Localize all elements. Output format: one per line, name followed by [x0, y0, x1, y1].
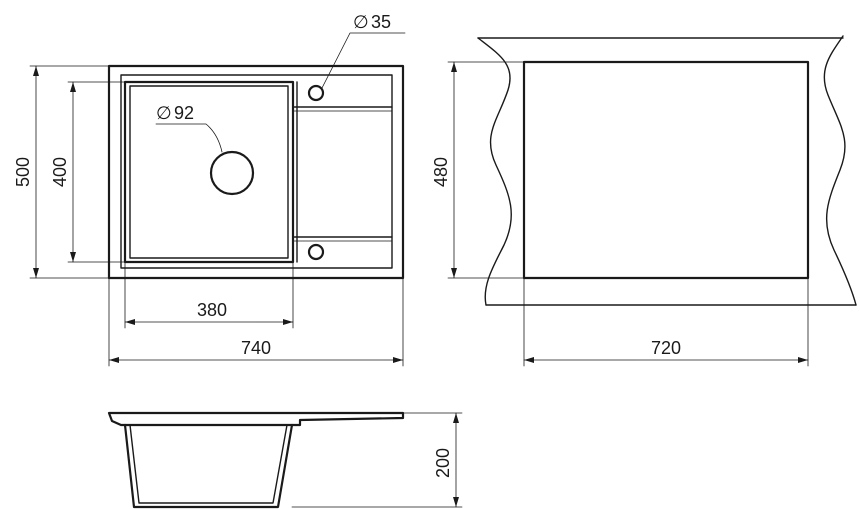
countertop-break-right — [823, 35, 857, 306]
side-rim — [107, 411, 405, 427]
sink-width-label: 740 — [241, 338, 271, 358]
tap-hole-top — [307, 84, 325, 102]
sink-outer-outline — [107, 64, 405, 280]
tap-hole-diameter-label: 35 — [371, 12, 391, 32]
cutout-outline — [522, 60, 810, 280]
diameter-symbol-92: ∅ — [156, 103, 172, 123]
bowl-outline-inner — [129, 85, 289, 259]
drain-diameter-label: 92 — [174, 103, 194, 123]
bowl-width-label: 380 — [197, 300, 227, 320]
diameter-symbol-35: ∅ — [353, 12, 369, 32]
tap-hole-leader — [321, 32, 406, 89]
sink-inner-rim — [120, 74, 393, 269]
countertop-cutout-view: 480 720 — [431, 35, 857, 367]
bowl-depth-label: 400 — [50, 157, 70, 187]
drain-hole — [209, 150, 255, 196]
sink-top-view: ∅ 35 ∅ 92 500 400 380 740 — [13, 12, 406, 367]
countertop-break-left — [477, 37, 512, 306]
sink-depth-label: 500 — [13, 157, 33, 187]
sink-side-section-view: 200 — [107, 411, 463, 509]
cutout-depth-label: 480 — [431, 157, 451, 187]
bowl-outline-outer — [123, 80, 295, 264]
drain-leader — [155, 123, 223, 153]
side-bowl-outer — [123, 423, 294, 509]
cutout-width-label: 720 — [651, 338, 681, 358]
side-bowl-inner — [129, 424, 288, 504]
tap-hole-bottom — [307, 243, 325, 261]
bowl-height-label: 200 — [433, 448, 453, 478]
